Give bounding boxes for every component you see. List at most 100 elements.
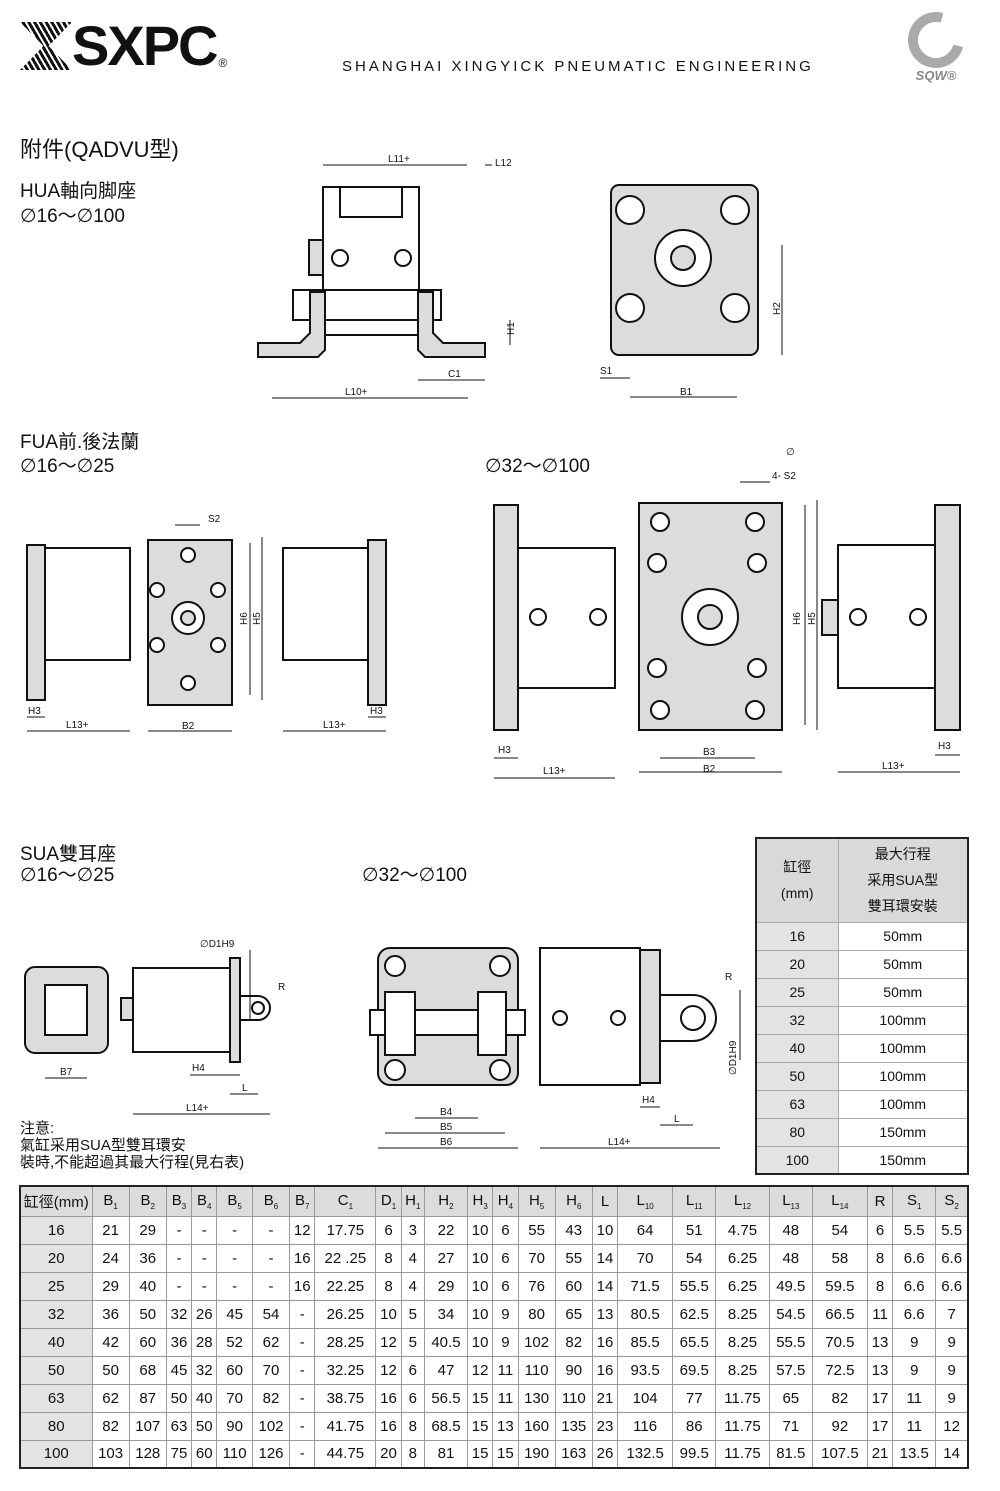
table-cell: 52 (216, 1327, 253, 1357)
table-cell: 85.5 (617, 1327, 674, 1357)
table-cell: 17.75 (314, 1215, 377, 1245)
dim-label: L11+ (388, 154, 410, 165)
table-cell: 40.5 (423, 1327, 469, 1357)
table-cell: 9 (492, 1299, 519, 1329)
dim-label: L10+ (345, 387, 368, 398)
table-cell: 40 (19, 1327, 93, 1357)
bore-header: 缸徑(mm) (755, 837, 839, 923)
dim-label: ∅D1H9 (728, 1040, 739, 1075)
table-cell: 70 (517, 1243, 556, 1273)
table-cell: 6 (492, 1271, 519, 1301)
table-cell: 26 (591, 1439, 619, 1469)
sua-title: SUA雙耳座 (20, 844, 117, 865)
table-cell: 41.75 (314, 1411, 377, 1441)
table-cell: 54 (672, 1243, 717, 1273)
table-cell: - (251, 1243, 291, 1273)
table-cell: 8 (400, 1439, 425, 1469)
table-cell: 5.5 (892, 1215, 937, 1245)
dim-label: L12 (495, 158, 512, 169)
table-cell: 36 (128, 1243, 167, 1273)
table-cell: 14 (935, 1439, 969, 1469)
table-cell: 6 (400, 1383, 425, 1413)
table-cell: 6 (375, 1215, 402, 1245)
table-cell: 68.5 (423, 1411, 469, 1441)
table-cell: 24 (91, 1243, 130, 1273)
table-cell: 29 (423, 1271, 469, 1301)
dim-label: R (725, 972, 732, 983)
dim-label: H5 (252, 612, 263, 625)
table-cell: 163 (554, 1439, 593, 1469)
table-cell: 54 (811, 1215, 868, 1245)
hua-range: ∅16～∅100 (20, 206, 125, 227)
dim-label: S1 (600, 366, 613, 377)
table-cell: 9 (892, 1355, 937, 1385)
table-cell: 70 (251, 1355, 291, 1385)
table-cell: - (216, 1271, 253, 1301)
dim-label: H4 (192, 1063, 205, 1074)
max-stroke-cell: 100mm (837, 1061, 969, 1091)
table-cell: 15 (467, 1411, 494, 1441)
table-cell: 49.5 (768, 1271, 813, 1301)
table-cell: - (289, 1327, 316, 1357)
table-cell: 100 (19, 1439, 93, 1469)
column-header: B3 (165, 1185, 193, 1217)
table-cell: 110 (554, 1383, 593, 1413)
table-cell: 160 (517, 1411, 556, 1441)
sua-small-views (24, 957, 271, 1063)
table-cell: 36 (165, 1327, 193, 1357)
table-cell: 15 (467, 1383, 494, 1413)
table-cell: 65 (554, 1299, 593, 1329)
table-cell: 104 (617, 1383, 674, 1413)
table-cell: 92 (811, 1411, 868, 1441)
table-cell: - (251, 1215, 291, 1245)
column-header: L10 (617, 1185, 674, 1217)
dim-label: B6 (440, 1137, 453, 1148)
table-cell: 62 (91, 1383, 130, 1413)
table-cell: 69.5 (672, 1355, 717, 1385)
dim-label: L (242, 1083, 248, 1094)
table-cell: - (289, 1411, 316, 1441)
bore-cell: 25 (755, 977, 839, 1007)
max-stroke-cell: 50mm (837, 949, 969, 979)
table-cell: 11.75 (715, 1439, 770, 1469)
table-cell: 55.5 (768, 1327, 813, 1357)
table-cell: 55.5 (672, 1271, 717, 1301)
table-cell: 10 (467, 1271, 494, 1301)
table-cell: 7 (935, 1299, 969, 1329)
table-cell: 70 (216, 1383, 253, 1413)
table-cell: 29 (91, 1271, 130, 1301)
table-cell: 12 (467, 1355, 494, 1385)
table-cell: 21 (91, 1215, 130, 1245)
dim-label: H3 (938, 741, 951, 752)
table-cell: 17 (866, 1383, 894, 1413)
table-cell: 54 (251, 1299, 291, 1329)
max-stroke-cell: 150mm (837, 1145, 969, 1175)
column-header: L11 (672, 1185, 717, 1217)
table-cell: - (165, 1215, 193, 1245)
bore-cell: 32 (755, 1005, 839, 1035)
table-cell: 75 (165, 1439, 193, 1469)
sua-range-small: ∅16～∅25 (20, 865, 115, 886)
table-cell: 71.5 (617, 1271, 674, 1301)
column-header: S1 (892, 1185, 937, 1217)
bore-cell: 20 (755, 949, 839, 979)
table-cell: 81.5 (768, 1439, 813, 1469)
table-cell: 15 (492, 1439, 519, 1469)
dim-label: H5 (807, 612, 818, 625)
sqw-logo: SQW® (897, 1, 975, 83)
company-name: SHANGHAI XINGYICK PNEUMATIC ENGINEERING (342, 58, 814, 75)
table-cell: - (289, 1383, 316, 1413)
table-cell: 26.25 (314, 1299, 377, 1329)
dim-label: B1 (680, 387, 693, 398)
table-cell: 40 (128, 1271, 167, 1301)
table-cell: 14 (591, 1271, 619, 1301)
